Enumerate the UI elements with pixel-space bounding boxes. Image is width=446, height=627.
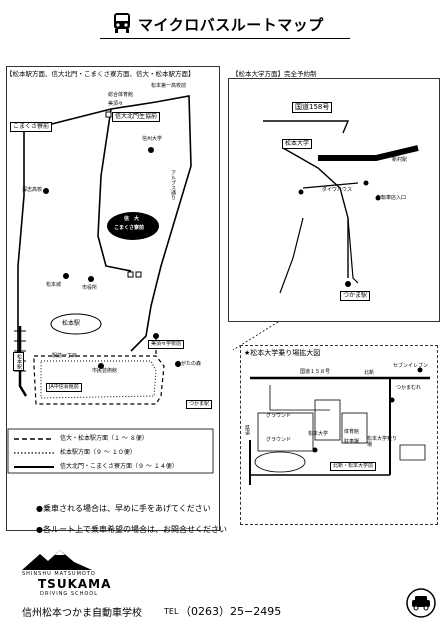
inset-label-station-bottom: 北新・松本大学前 — [330, 462, 377, 471]
label-jidosha-center: 自転車店入口 — [376, 195, 407, 201]
label-sogo-taiikukan: 総合体育館 — [108, 92, 134, 98]
inset-label-ground2: グラウンド — [266, 437, 292, 443]
left-map-caption: 【松本駅方面、信大北門・こまくさ寮方面、信大・松本駅方面】 — [6, 70, 195, 78]
tel-label: TEL — [164, 607, 179, 616]
stop-kitamon: 信大北門生協前 — [112, 112, 161, 122]
label-shindai-ryo-2: こまくさ寮前 — [114, 225, 145, 231]
label-station-sanbashi: 松本駅 — [13, 352, 24, 371]
inset-label-kitasho: 北新 — [364, 370, 375, 376]
inset-label-tsukama-store: つかまむれ — [396, 385, 422, 391]
label-bizakai: 美須々 — [108, 101, 124, 107]
legend-item-2: 松本駅方面（９ ～ １０便） — [60, 449, 136, 456]
school-name: 信州松本つかま自動車学校 — [22, 608, 142, 619]
right-map-caption: 【松本大学方面】完全予約制 — [232, 70, 317, 78]
stop-gakko-mae: 美須々学校前 — [148, 340, 185, 349]
inset-label-noriba: 松本大学乗り場 — [367, 436, 398, 448]
label-road-name: アルプス通り — [170, 170, 176, 200]
bus-icon — [114, 13, 130, 33]
school-logo-mountains — [22, 550, 92, 570]
stop-tsukama-eki-right: つかま駅 — [340, 291, 371, 301]
right-route-map — [228, 78, 440, 322]
label-matsumoto-ichiko: 松本第一高校前 — [151, 83, 187, 89]
tel-number: （0263）25−2495 — [180, 605, 282, 618]
logo-line3: DRIVING SCHOOL — [40, 591, 98, 597]
inset-title: ★松本大学乗り場拡大図 — [244, 349, 321, 357]
label-shinmura-eki: 新村駅 — [392, 157, 408, 163]
label-shindai: 信州大学 — [142, 136, 163, 142]
inset-label-seven-eleven: セブンイレブン — [393, 363, 429, 369]
label-matsumoto-eki: 松本駅 — [62, 320, 81, 327]
school-car-emblem-icon — [406, 588, 436, 618]
label-shiyakusho: 市役所 — [82, 285, 98, 291]
inset-label-parking: 駐車場 — [344, 439, 360, 445]
inset-label-daigaku: 松本大学 — [308, 431, 329, 437]
inset-roads — [249, 367, 430, 485]
stop-ja-chuo: JA中信会館前 — [46, 383, 82, 392]
inset-label-route158: 国道１５８号 — [300, 369, 331, 375]
inset-label-kenmichi: 県道 — [244, 425, 250, 435]
note-contact-us: ●各ルート上で乗車希望の場合は、お問合せください — [36, 525, 227, 534]
left-map-roads — [7, 95, 214, 474]
inset-label-gym: 体育館 — [344, 429, 360, 435]
label-ekimae: 駅前一丁目 — [52, 353, 78, 359]
inset-map — [240, 345, 438, 525]
left-route-map — [6, 66, 220, 531]
stop-komakusa: こまくさ寮前 — [10, 122, 53, 132]
inset-label-ground: グラウンド — [266, 413, 292, 419]
stop-tsukama-eki: つかま駅 — [186, 400, 213, 409]
title-underline — [100, 38, 350, 39]
label-agata-no-mori: あがたの森 — [176, 361, 202, 367]
legend-item-1: 信大・松本駅方面（１ ～ ８便） — [60, 435, 148, 442]
stop-matsumoto-daigaku: 松本大学 — [282, 139, 313, 149]
logo-line1: SHINSHU MATSUMOTO — [22, 571, 96, 577]
right-map-roads — [263, 120, 419, 294]
label-shindai-ryo-1: 信 大 — [124, 216, 140, 222]
label-fukashi-ko: 深志高校 — [22, 187, 43, 193]
label-matsumoto-jo: 松本城 — [46, 282, 62, 288]
note-raise-hand: ●乗車される場合は、早めに手をあげてください — [36, 504, 211, 513]
label-daiwa-house: ダイワハウス — [322, 187, 352, 193]
label-route158: 国道158号 — [292, 102, 333, 113]
legend-item-3: 信大北門・こまくさ寮方面（９ ～ １４便） — [60, 463, 178, 470]
page-title: マイクロバスルートマップ — [138, 16, 324, 34]
logo-line2: TSUKAMA — [38, 577, 112, 591]
label-shimin-geijutsukan: 市民芸術館 — [92, 368, 118, 374]
